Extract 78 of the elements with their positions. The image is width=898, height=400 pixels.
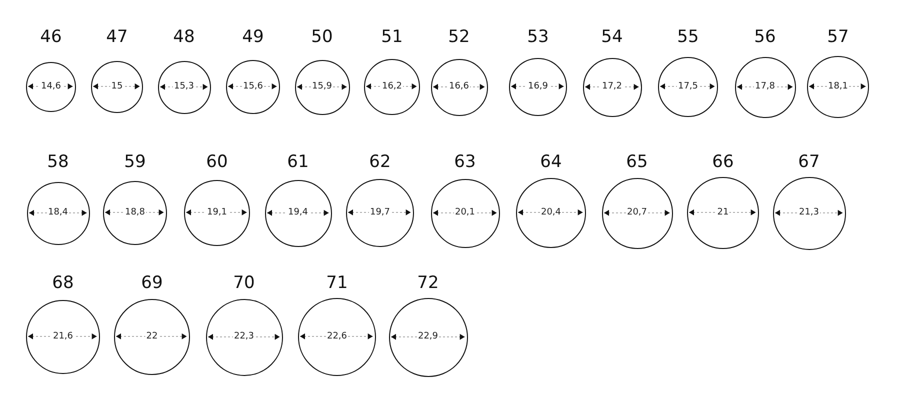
ring-size-number: 63: [454, 152, 476, 172]
ring-size-number: 62: [369, 152, 391, 172]
ring-size-number: 66: [712, 152, 734, 172]
ring-circle: [26, 300, 100, 374]
diameter-value: 22,3: [232, 332, 256, 342]
ring-size-number: 64: [540, 152, 562, 172]
diameter-value: 22,9: [416, 332, 440, 342]
ring-circle: [206, 298, 282, 376]
diameter-value: 21,6: [52, 332, 74, 342]
ring-size-number: 51: [381, 27, 403, 47]
diameter-value: 18,4: [46, 208, 70, 218]
ring-circle: [264, 180, 332, 246]
diameter-value: 20,7: [626, 208, 648, 218]
ring-circle: [91, 61, 143, 113]
diameter-value: 18,8: [124, 208, 146, 218]
ring-circle: [687, 177, 759, 249]
ring-circle: [388, 298, 468, 376]
diameter-value: 18,1: [826, 82, 850, 92]
ring-circle: [26, 62, 76, 112]
ring-circle: [103, 181, 167, 245]
ring-circle: [772, 176, 846, 250]
diameter-value: 14,6: [40, 82, 62, 92]
ring-size-number: 67: [798, 152, 820, 172]
ring-size-number: 70: [233, 273, 255, 293]
ring-circle: [602, 178, 672, 248]
diameter-value: 17,8: [754, 82, 776, 92]
ring-circle: [364, 59, 420, 115]
diameter-value: 20,1: [454, 208, 476, 218]
ring-circle: [226, 60, 280, 114]
ring-size-number: 57: [827, 27, 849, 47]
ring-size-number: 48: [173, 27, 195, 47]
ring-circle: [582, 58, 642, 116]
ring-size-number: 46: [40, 27, 62, 47]
diameter-value: 16,6: [448, 82, 470, 92]
ring-size-number: 53: [527, 27, 549, 47]
ring-size-number: 50: [311, 27, 333, 47]
ring-circle: [430, 58, 488, 116]
ring-size-number: 56: [754, 27, 776, 47]
ring-size-number: 72: [417, 273, 439, 293]
ring-circle: [658, 57, 718, 117]
diameter-value: 19,7: [368, 208, 392, 218]
diameter-value: 15,9: [310, 82, 334, 92]
diameter-value: 17,5: [676, 82, 700, 92]
ring-circle: [298, 298, 376, 376]
ring-size-number: 60: [206, 152, 228, 172]
diameter-value: 22,6: [326, 332, 348, 342]
diameter-value: 19,4: [286, 208, 310, 218]
ring-size-number: 55: [677, 27, 699, 47]
ring-circle: [158, 60, 210, 114]
ring-circle: [516, 178, 586, 248]
diameter-value: 16,9: [526, 82, 550, 92]
diameter-value: 16,2: [380, 82, 404, 92]
ring-size-number: 59: [124, 152, 146, 172]
diameter-value: 21,3: [798, 208, 820, 218]
diameter-value: 19,1: [206, 208, 228, 218]
ring-size-number: 49: [242, 27, 264, 47]
ring-size-number: 52: [448, 27, 470, 47]
ring-size-number: 47: [106, 27, 128, 47]
ring-circle: [430, 178, 500, 248]
ring-size-number: 68: [52, 273, 74, 293]
ring-circle: [734, 56, 796, 118]
ring-circle: [509, 58, 567, 116]
diameter-value: 20,4: [540, 208, 562, 218]
diameter-value: 15,6: [242, 82, 264, 92]
ring-circle: [294, 60, 350, 114]
ring-circle: [346, 179, 414, 247]
ring-size-number: 65: [626, 152, 648, 172]
ring-size-number: 69: [141, 273, 163, 293]
ring-circle: [184, 180, 250, 246]
ring-size-number: 54: [601, 27, 623, 47]
ring-size-number: 71: [326, 273, 348, 293]
ring-circle: [807, 56, 869, 118]
diameter-value: 17,2: [600, 82, 624, 92]
ring-circle: [26, 182, 90, 244]
ring-circle: [114, 299, 190, 375]
ring-size-number: 61: [287, 152, 309, 172]
ring-size-number: 58: [47, 152, 69, 172]
diameter-value: 15,3: [172, 82, 196, 92]
